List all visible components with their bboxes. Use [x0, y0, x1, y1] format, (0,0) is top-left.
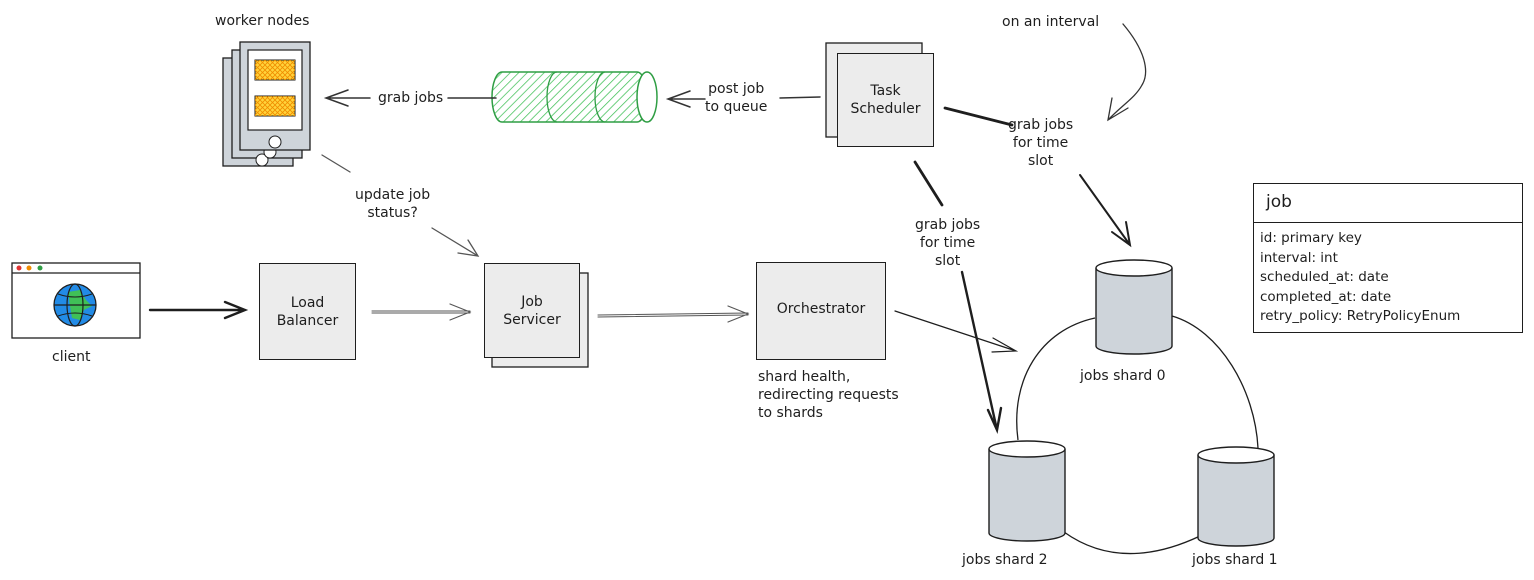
- edge-servicer-orchestrator: [597, 305, 750, 323]
- edge-scheduler-slot-left: [913, 160, 944, 207]
- job-table-title: job: [1254, 184, 1522, 223]
- edge-label-post-job: post job to queue: [705, 81, 768, 115]
- load-balancer-node[interactable]: Load Balancer: [259, 263, 356, 360]
- edge-label-on-interval: on an interval: [1002, 14, 1100, 30]
- client-browser-icon: [11, 262, 141, 339]
- job-field: retry_policy: RetryPolicyEnum: [1260, 308, 1461, 324]
- worker-nodes-icon: [222, 41, 311, 167]
- worker-nodes-label: worker nodes: [215, 13, 310, 29]
- task-scheduler-node[interactable]: Task Scheduler: [837, 53, 934, 147]
- job-servicer-node[interactable]: Job Servicer: [484, 263, 580, 358]
- edge-slot-shard2: [960, 270, 1003, 435]
- edge-label-grab-slot-right: grab jobs for time slot: [1008, 117, 1074, 169]
- shard-1-label: jobs shard 1: [1192, 552, 1278, 568]
- edge-interval: [1107, 23, 1147, 122]
- edge-client-lb: [148, 300, 249, 320]
- shard-2-label: jobs shard 2: [962, 552, 1048, 568]
- job-field: scheduled_at: date: [1260, 269, 1389, 285]
- edge-update-status: [321, 154, 480, 257]
- job-field: id: primary key: [1260, 230, 1362, 246]
- shard-0-cylinder: [1095, 259, 1173, 355]
- edges: [148, 23, 1147, 435]
- job-field: completed_at: date: [1260, 288, 1392, 305]
- edge-label-grab-slot-left: grab jobs for time slot: [915, 217, 981, 269]
- edge-slot-shard0: [1079, 174, 1132, 248]
- job-field: interval: int: [1260, 249, 1338, 266]
- shard-0-label: jobs shard 0: [1080, 368, 1166, 384]
- edge-orchestrator-shards: [894, 310, 1019, 353]
- edge-scheduler-slot-right: [943, 106, 1014, 127]
- shard-2-cylinder: [988, 440, 1066, 542]
- orchestrator-node[interactable]: Orchestrator: [756, 262, 886, 360]
- edge-lb-servicer: [371, 303, 472, 321]
- shard-ring: [1016, 315, 1259, 555]
- queue-icon: [491, 71, 658, 123]
- edge-grab-jobs: [323, 89, 497, 107]
- job-schema-table: job id: primary key interval: int schedu…: [1253, 183, 1523, 333]
- edge-label-update-status: update job status?: [355, 187, 431, 221]
- edge-label-grab-jobs: grab jobs: [376, 89, 446, 107]
- shard-1-cylinder: [1197, 446, 1275, 547]
- edge-post-job: [665, 90, 821, 108]
- client-label: client: [52, 349, 91, 365]
- job-table-fields: id: primary key interval: int scheduled_…: [1254, 223, 1522, 333]
- orchestrator-note: shard health, redirecting requests to sh…: [758, 369, 899, 421]
